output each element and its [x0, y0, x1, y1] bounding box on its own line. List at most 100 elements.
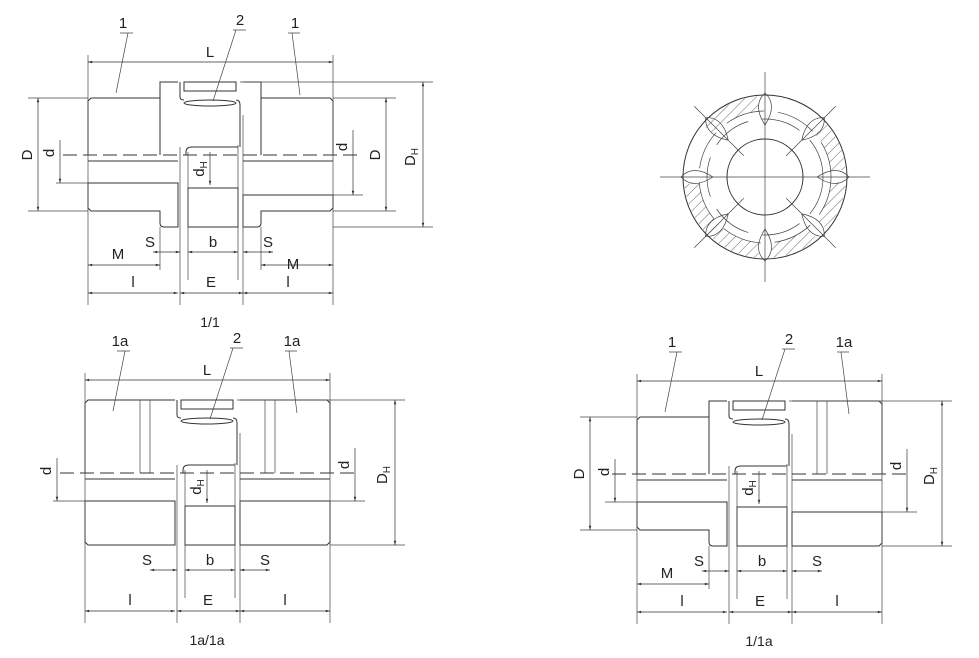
- label-dH-main: d: [191, 168, 208, 176]
- label-L: L: [755, 363, 763, 380]
- label-D-left: D: [571, 468, 588, 479]
- hub-outline: [84, 399, 175, 473]
- spider-jaw-top: [732, 400, 786, 411]
- label-d-right: d: [336, 461, 353, 469]
- view-caption: 1/1a: [745, 633, 772, 649]
- label-S-right: S: [263, 234, 273, 251]
- label-DH: DH: [374, 466, 393, 484]
- leader-line: [285, 350, 298, 414]
- hub-section-hatched: [84, 500, 176, 546]
- hub-section-hatched: [242, 194, 334, 228]
- hatched-sector: [815, 182, 846, 230]
- spider-tooth-lower: [734, 465, 787, 474]
- spider-tooth-lower: [185, 146, 238, 155]
- label-S-left: S: [694, 553, 704, 570]
- hub-section-hatched: [239, 500, 331, 546]
- hub-outline: [792, 400, 883, 474]
- label-dH-subscript: H: [748, 480, 759, 487]
- label-l-left: l: [128, 592, 131, 609]
- label-d-left: d: [38, 467, 55, 475]
- part-label-left: 1: [119, 15, 127, 32]
- label-DH: DH: [402, 148, 421, 166]
- hub-section-hatched: [87, 182, 179, 228]
- view-caption: 1a/1a: [189, 632, 224, 648]
- spider-jaw-top: [183, 81, 237, 92]
- label-dH: dH: [740, 480, 759, 496]
- leader-line: [761, 348, 795, 421]
- leader-line: [664, 351, 682, 413]
- label-dH-main: d: [188, 486, 205, 494]
- hub-section-hatched: [791, 511, 883, 547]
- spider-jaw-left: [179, 82, 185, 101]
- spider-section-crosshatched: [187, 187, 239, 228]
- hub-outline: [243, 81, 334, 155]
- label-S-left: S: [145, 234, 155, 251]
- label-dH-subscript: H: [196, 479, 207, 486]
- part-label-spider: 2: [233, 330, 241, 347]
- part-label-spider: 2: [236, 12, 244, 29]
- spider-tooth-lower: [182, 464, 235, 473]
- spider-jaw-right: [232, 417, 238, 465]
- diagonal-line: [694, 106, 745, 157]
- part-label-left: 1: [668, 334, 676, 351]
- label-DH-subscript: H: [929, 467, 940, 474]
- spider-jaw-left: [728, 401, 734, 420]
- label-S-left: S: [142, 552, 152, 569]
- label-DH-subscript: H: [410, 148, 421, 155]
- spider-tooth: [180, 417, 234, 425]
- part-label-left: 1a: [112, 333, 129, 350]
- diagonal-line: [785, 106, 836, 157]
- label-d-right: d: [888, 462, 905, 470]
- label-b: b: [758, 553, 766, 570]
- label-S-right: S: [812, 553, 822, 570]
- hub-outline: [87, 81, 178, 155]
- label-L: L: [206, 44, 214, 61]
- leader-line: [112, 350, 130, 412]
- label-dH: dH: [191, 161, 210, 177]
- label-d-left: d: [41, 149, 58, 157]
- spider-end-view: [660, 72, 870, 282]
- label-M-left: M: [661, 565, 674, 582]
- label-DH: DH: [921, 467, 940, 485]
- label-l-left: l: [680, 593, 683, 610]
- leader-line: [209, 347, 243, 420]
- part-label-right: 1a: [836, 334, 853, 351]
- label-l-right: l: [835, 593, 838, 610]
- label-E: E: [206, 274, 216, 291]
- spider-jaw-left: [176, 400, 182, 419]
- leader-line: [288, 32, 301, 96]
- part-label-right: 1a: [284, 333, 301, 350]
- diagonal-line: [785, 197, 836, 248]
- hub-section-hatched: [636, 501, 728, 547]
- label-l-left: l: [131, 274, 134, 291]
- label-dH-main: d: [740, 487, 757, 495]
- view-caption: 1/1: [200, 314, 220, 330]
- label-S-right: S: [260, 552, 270, 569]
- hatched-sector: [815, 124, 846, 172]
- label-D-left: D: [19, 149, 36, 160]
- hub-outline: [240, 399, 331, 473]
- spider-jaw-top: [180, 399, 234, 410]
- leader-line: [837, 351, 850, 415]
- label-D-right: D: [367, 149, 384, 160]
- label-L: L: [203, 362, 211, 379]
- spider-section-crosshatched: [736, 506, 788, 547]
- label-b: b: [209, 234, 217, 251]
- hatched-sector: [702, 96, 760, 135]
- label-b: b: [206, 552, 214, 569]
- label-d-right: d: [334, 143, 351, 151]
- label-dH-subscript: H: [199, 161, 210, 168]
- label-d-left: d: [596, 468, 613, 476]
- label-DH-main: D: [374, 473, 391, 484]
- hub-outline: [636, 400, 727, 474]
- label-l-right: l: [283, 592, 286, 609]
- part-label-right: 1: [291, 15, 299, 32]
- spider-tooth: [732, 418, 786, 426]
- hatched-sector: [712, 227, 760, 258]
- leader-line: [212, 29, 246, 102]
- label-E: E: [755, 593, 765, 610]
